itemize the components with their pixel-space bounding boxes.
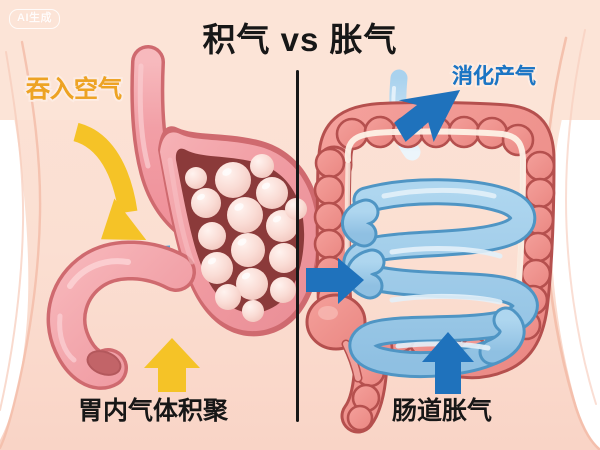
ai-watermark-badge: AI生成 — [9, 9, 60, 29]
right-callout-label: 消化产气 — [452, 65, 536, 88]
right-callout-label-stroke: 消化产气 — [450, 64, 538, 89]
digest-arrow-down-left — [394, 89, 461, 142]
left-callout-label: 吞入空气 — [26, 76, 122, 103]
gas-arrow-up — [422, 332, 474, 394]
up-arrow-stomach — [144, 338, 200, 392]
panel-divider — [296, 70, 299, 422]
gas-bubbles — [185, 154, 307, 322]
esophagus-highlight — [137, 63, 151, 169]
right-panel-caption: 肠道胀气 — [392, 397, 493, 425]
page-title: 积气 vs 胀气 — [202, 21, 398, 58]
duodenum-highlight-2 — [57, 313, 77, 363]
duodenum-opening — [86, 350, 122, 376]
intestine-illustration — [305, 69, 556, 434]
left-body-contour — [0, 40, 42, 450]
stomach-illustration — [46, 45, 323, 390]
gas-arrow-right — [306, 258, 364, 304]
stomach-highlight — [167, 157, 195, 265]
cecum-and-appendix — [305, 293, 367, 383]
left-body-contour-inner — [0, 51, 25, 411]
right-body-contour-inner — [564, 29, 597, 405]
curved-swallow-arrow — [72, 122, 147, 241]
duodenum-highlight — [67, 258, 131, 289]
left-panel-caption: 胃内气体积聚 — [78, 397, 229, 425]
small-intestine — [341, 178, 539, 379]
appendix — [343, 341, 361, 381]
left-callout-label-stroke: 吞入空气 — [24, 76, 124, 104]
duodenum — [50, 244, 193, 387]
